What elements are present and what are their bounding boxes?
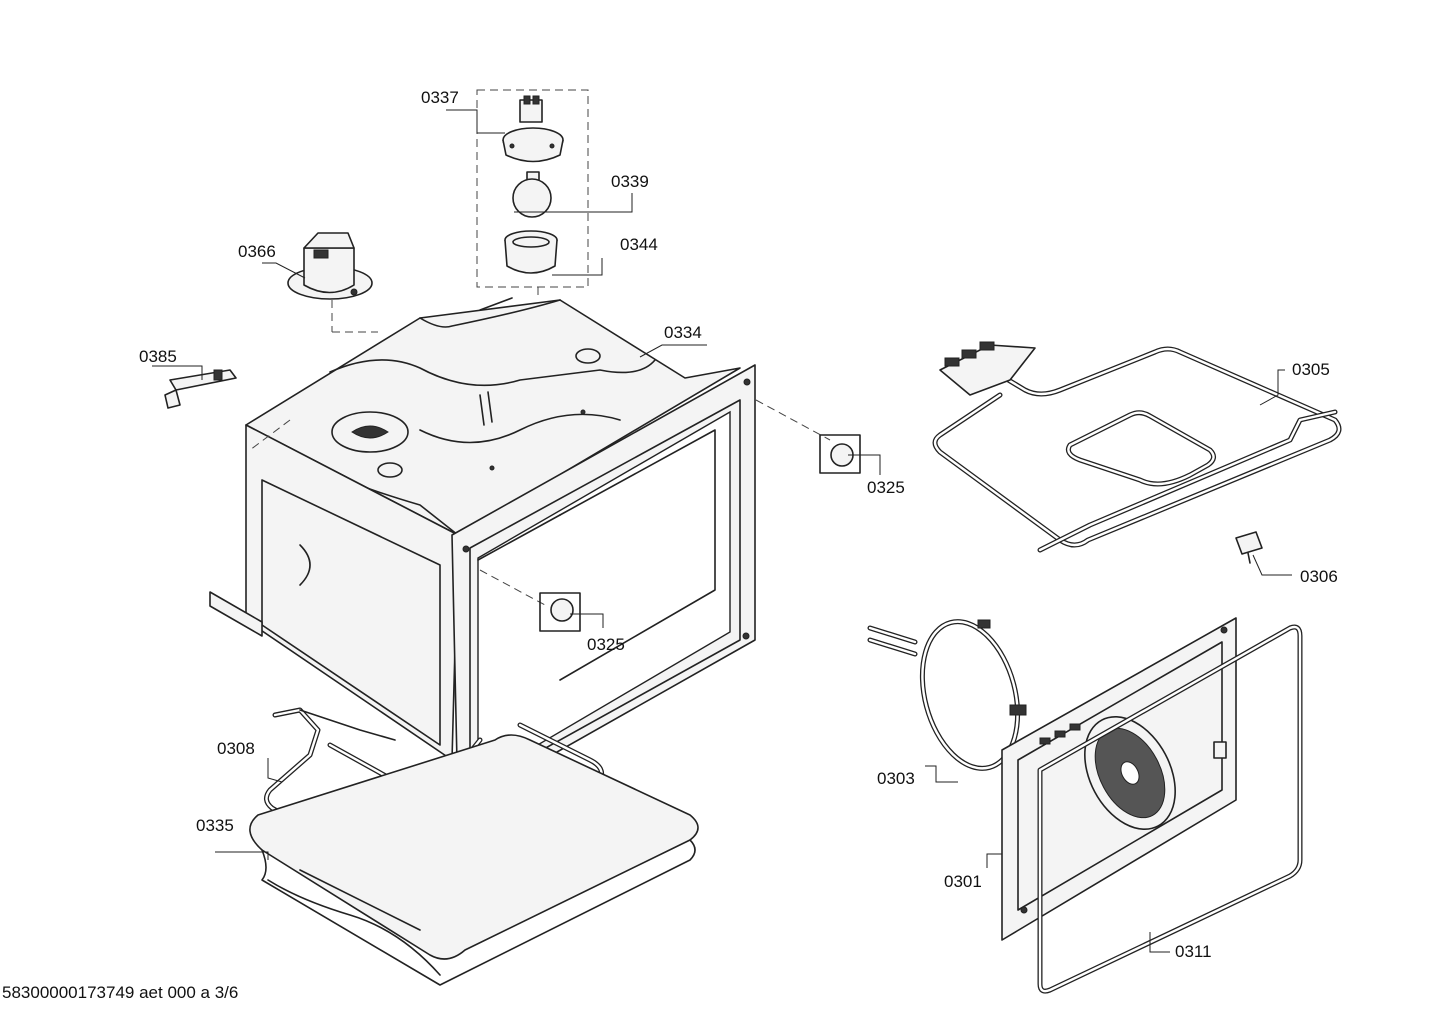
label-0366[interactable]: 0366 [238,242,276,261]
label-0385[interactable]: 0385 [139,347,177,366]
label-0344[interactable]: 0344 [620,235,658,254]
latch-bracket-part[interactable] [164,369,237,409]
label-0334[interactable]: 0334 [664,323,702,342]
lamp-glass-ring-part[interactable] [504,230,558,274]
label-0306[interactable]: 0306 [1300,567,1338,586]
leader-lines [152,109,1292,953]
lamp-assembly-group [476,89,589,300]
document-reference-footer: 58300000173749 aet 000 a 3/6 [2,983,238,1002]
fan-motor-cover-part[interactable] [287,232,378,333]
label-0311[interactable]: 0311 [1175,942,1212,961]
lamp-socket-part[interactable] [502,95,564,163]
top-grill-heater-part[interactable] [932,341,1342,553]
label-0303[interactable]: 0303 [877,769,915,788]
rear-panel-part[interactable] [1001,617,1237,941]
oven-cavity-part[interactable] [209,297,756,809]
lamp-bulb-part[interactable] [512,171,552,218]
door-seal-gasket-part[interactable] [1037,624,1303,994]
label-0308[interactable]: 0308 [217,739,255,758]
label-0335[interactable]: 0335 [196,816,234,835]
label-0301[interactable]: 0301 [944,872,982,891]
label-0337[interactable]: 0337 [421,88,459,107]
label-0325-center[interactable]: 0325 [587,635,625,654]
label-0339[interactable]: 0339 [611,172,649,191]
heater-clip-part[interactable] [1235,531,1263,564]
bottom-insulation-part[interactable] [249,734,699,986]
label-0305[interactable]: 0305 [1292,360,1330,379]
lamp-cover-part-a[interactable] [819,434,861,474]
part-labels: 0337 0339 0344 0366 0334 0385 0325 0325 … [139,88,1338,961]
lamp-cover-part-b[interactable] [539,592,581,632]
label-0325-right[interactable]: 0325 [867,478,905,497]
ring-heater-part[interactable] [867,611,1033,779]
